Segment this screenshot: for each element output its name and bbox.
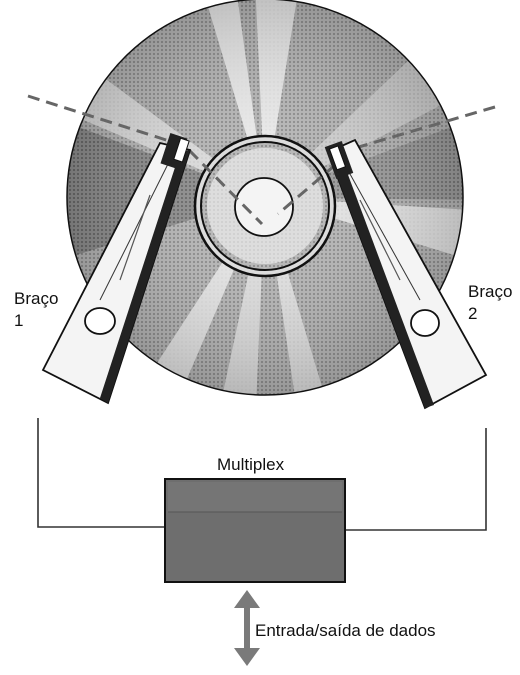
multiplex-label: Multiplex <box>217 455 285 474</box>
arm-2-label-line2: 2 <box>468 304 477 323</box>
arm-1 <box>41 133 192 405</box>
multiplex-box <box>164 478 346 583</box>
track-dashed-lines <box>27 94 496 226</box>
connection-wires <box>37 418 487 531</box>
data-io-label: Entrada/saída de dados <box>255 621 436 640</box>
data-io-arrow <box>234 590 260 666</box>
arm-1-label-line2: 1 <box>14 311 23 330</box>
disk-hub <box>193 134 337 278</box>
arm-2 <box>324 138 488 410</box>
arm-2-label-line1: Braço <box>468 282 512 301</box>
arm-1-label-line1: Braço <box>14 289 58 308</box>
